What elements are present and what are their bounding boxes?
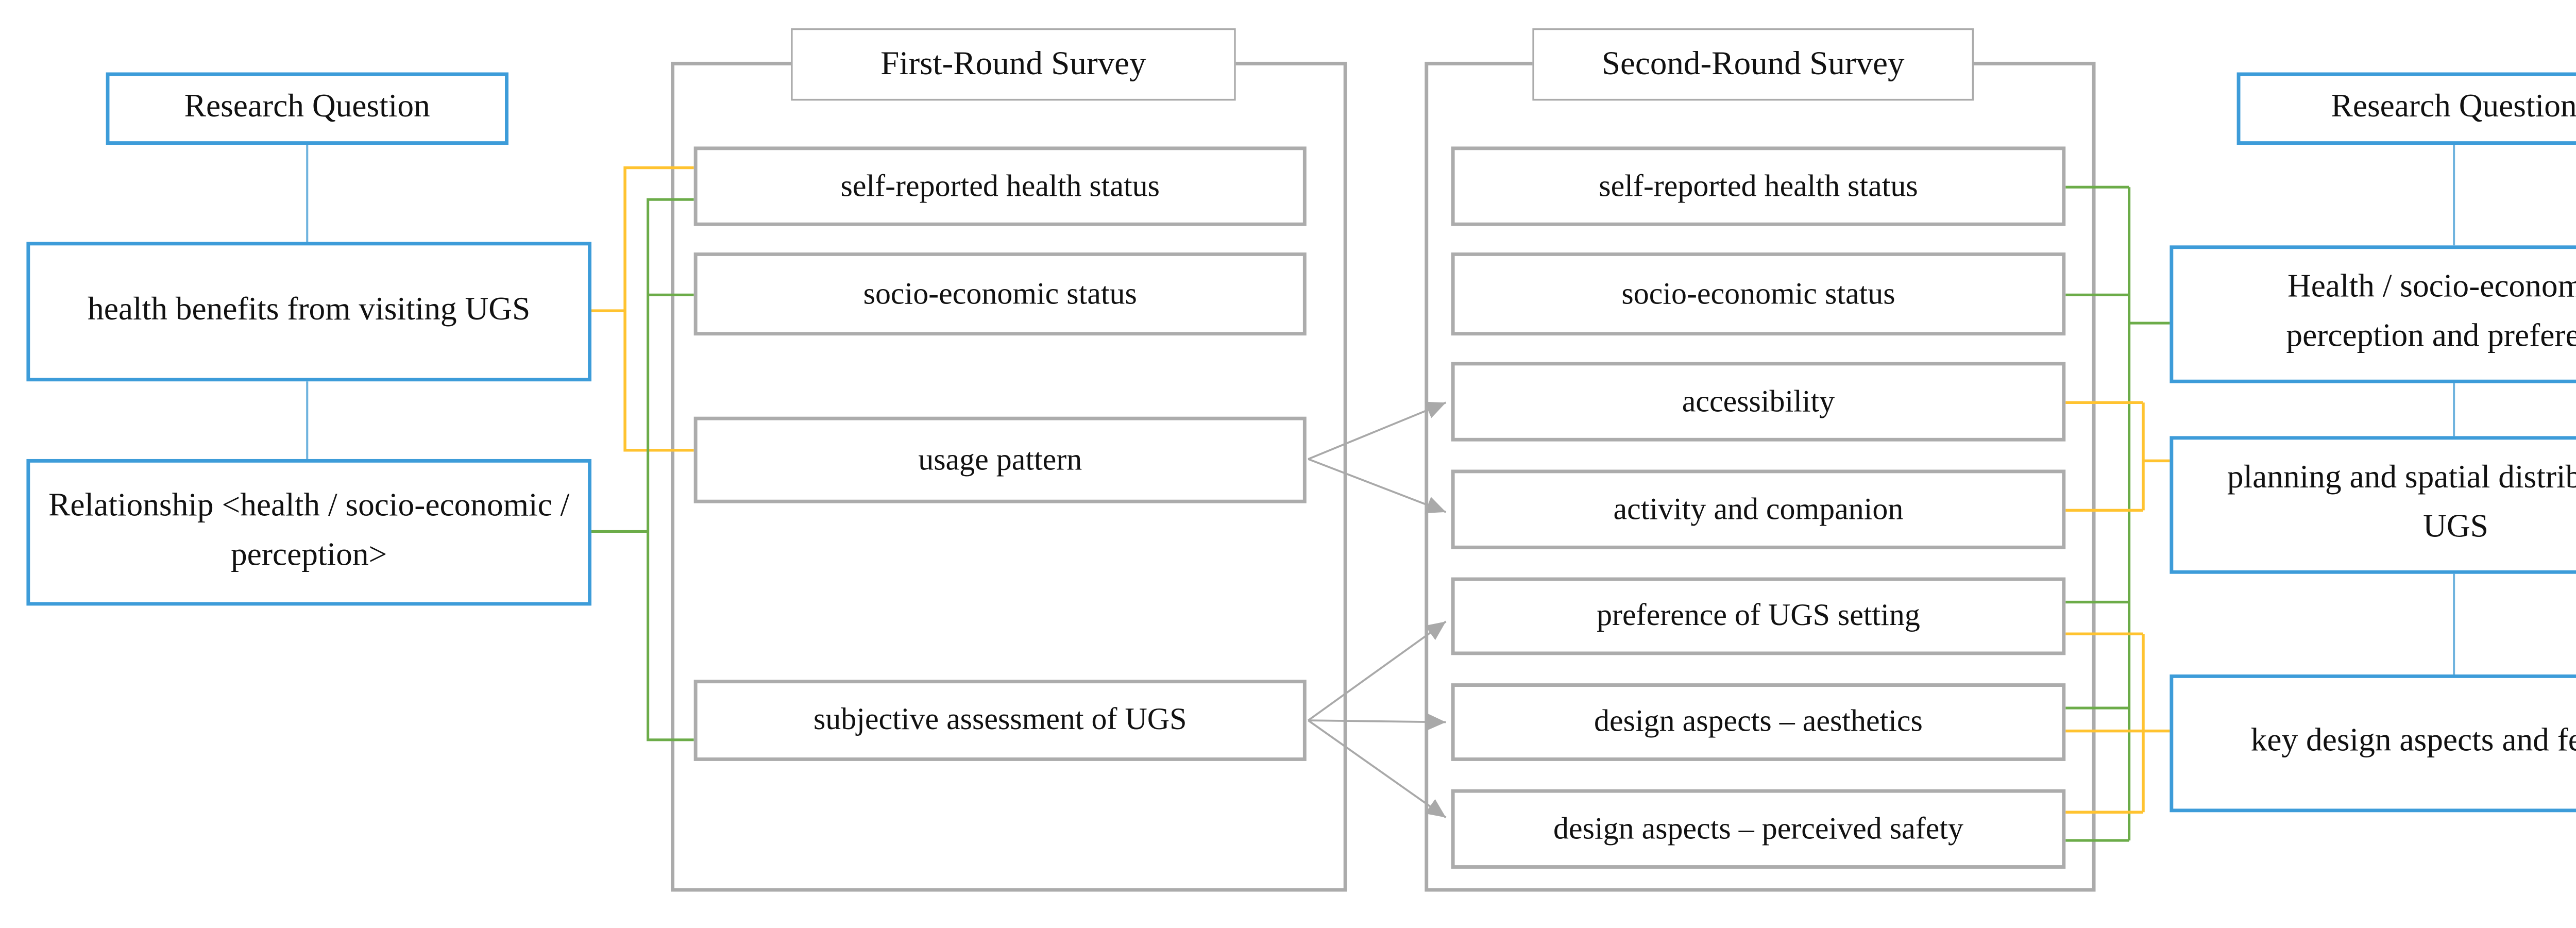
outcome-key-design-aspects-box: key design aspects and features: [2170, 674, 2576, 813]
first-round-survey-title: First-Round Survey: [791, 28, 1236, 101]
research-question-right-box: Research Question: [2236, 72, 2576, 145]
second-round-survey-title: Second-Round Survey: [1532, 28, 1974, 101]
fr-subjective-assessment-box: subjective assessment of UGS: [693, 680, 1307, 761]
sr-self-reported-health-status-box: self-reported health status: [1451, 146, 2066, 226]
blue-flow-lines: [306, 144, 2455, 674]
sr-design-aspects-aesthetics-box: design aspects – aesthetics: [1451, 683, 2066, 761]
left-yellow-connector: [591, 166, 694, 452]
sr-accessibility-box: accessibility: [1451, 362, 2066, 442]
fr-self-reported-health-status-box: self-reported health status: [693, 146, 1307, 226]
sr-preference-of-ugs-setting-box: preference of UGS setting: [1451, 577, 2066, 655]
fr-socio-economic-status-box: socio-economic status: [693, 252, 1307, 336]
right-yellow-connector-planning: [2065, 401, 2170, 512]
sr-activity-and-companion-box: activity and companion: [1451, 469, 2066, 549]
outcome-planning-distribution-box: planning and spatial distribution of UGS: [2170, 436, 2576, 574]
right-yellow-connector-design: [2065, 632, 2170, 814]
sr-socio-economic-status-box: socio-economic status: [1451, 252, 2066, 336]
left-green-connector: [591, 198, 694, 741]
sr-design-aspects-perceived-safety-box: design aspects – perceived safety: [1451, 789, 2066, 869]
fr-usage-pattern-box: usage pattern: [693, 416, 1307, 503]
health-benefits-box: health benefits from visiting UGS: [26, 242, 591, 382]
gray-fan-arrows: [1308, 401, 1447, 819]
relationship-box: Relationship <health / socio-economic / …: [26, 459, 591, 606]
research-question-left-box: Research Question: [106, 72, 509, 145]
right-green-connector: [2065, 185, 2170, 842]
outcome-health-socio-perception-box: Health / socio-economic / perception and…: [2170, 245, 2576, 383]
